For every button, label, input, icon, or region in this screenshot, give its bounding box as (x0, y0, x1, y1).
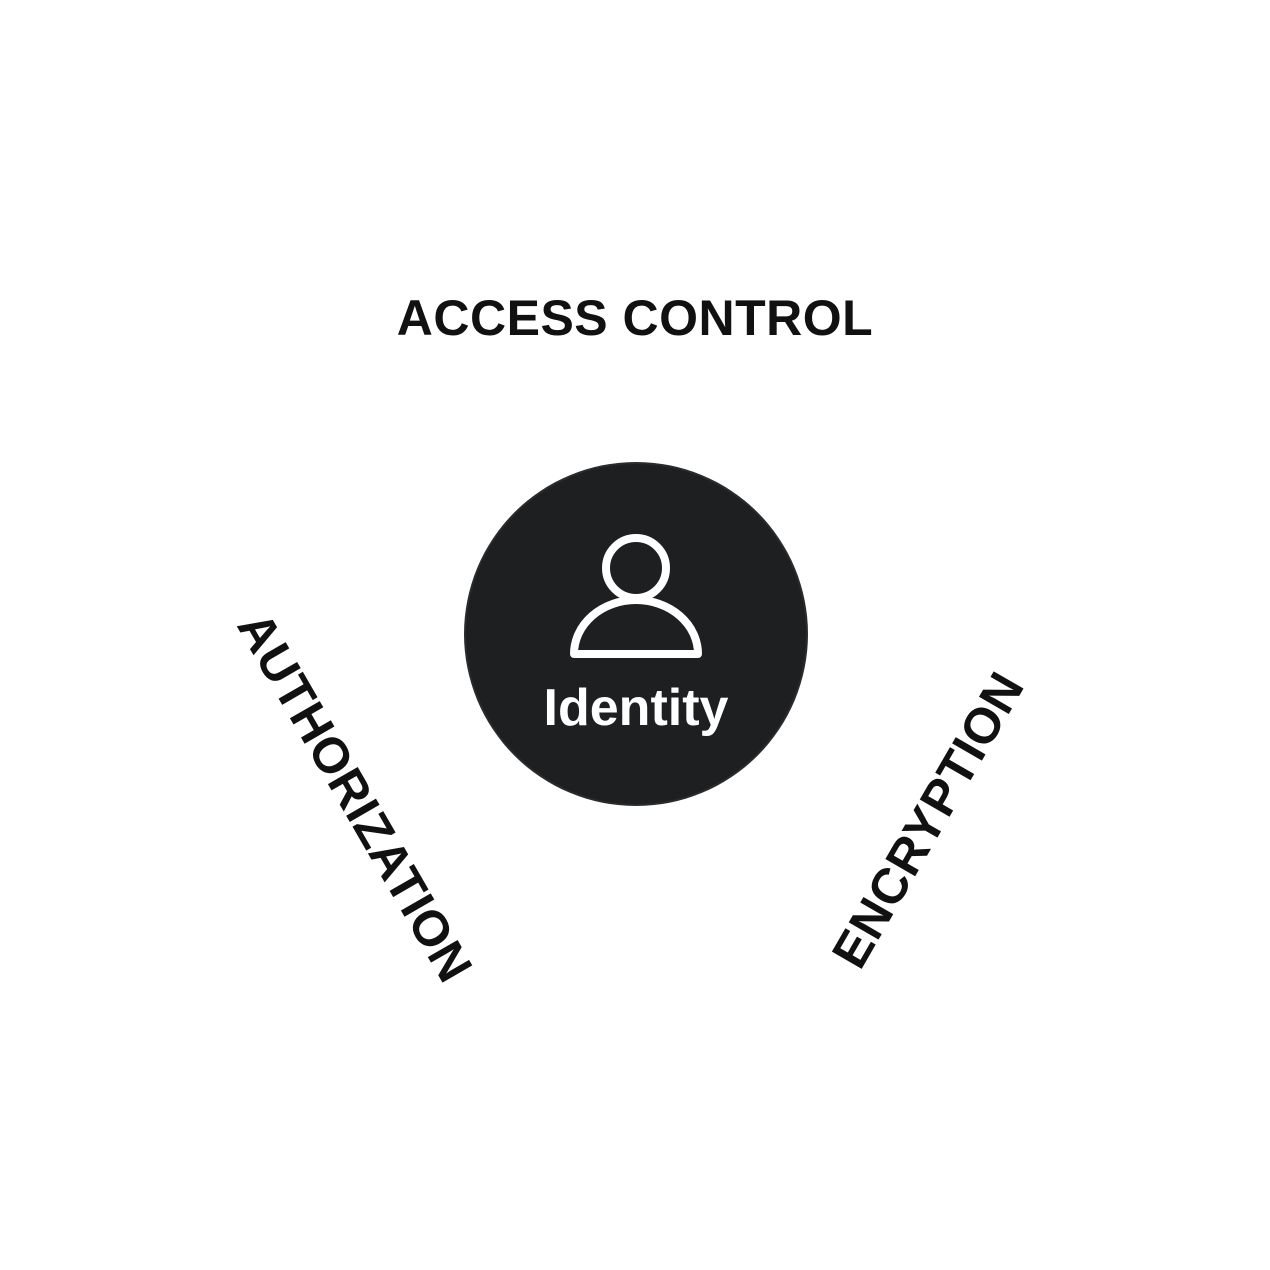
identity-hub: Identity (466, 464, 806, 804)
user-icon (570, 534, 702, 658)
hub-label: Identity (543, 679, 729, 737)
label-access-control: ACCESS CONTROL (396, 290, 874, 346)
label-authorization: AUTHORIZATION (226, 602, 484, 992)
label-encryption: ENCRYPTION (821, 662, 1035, 978)
